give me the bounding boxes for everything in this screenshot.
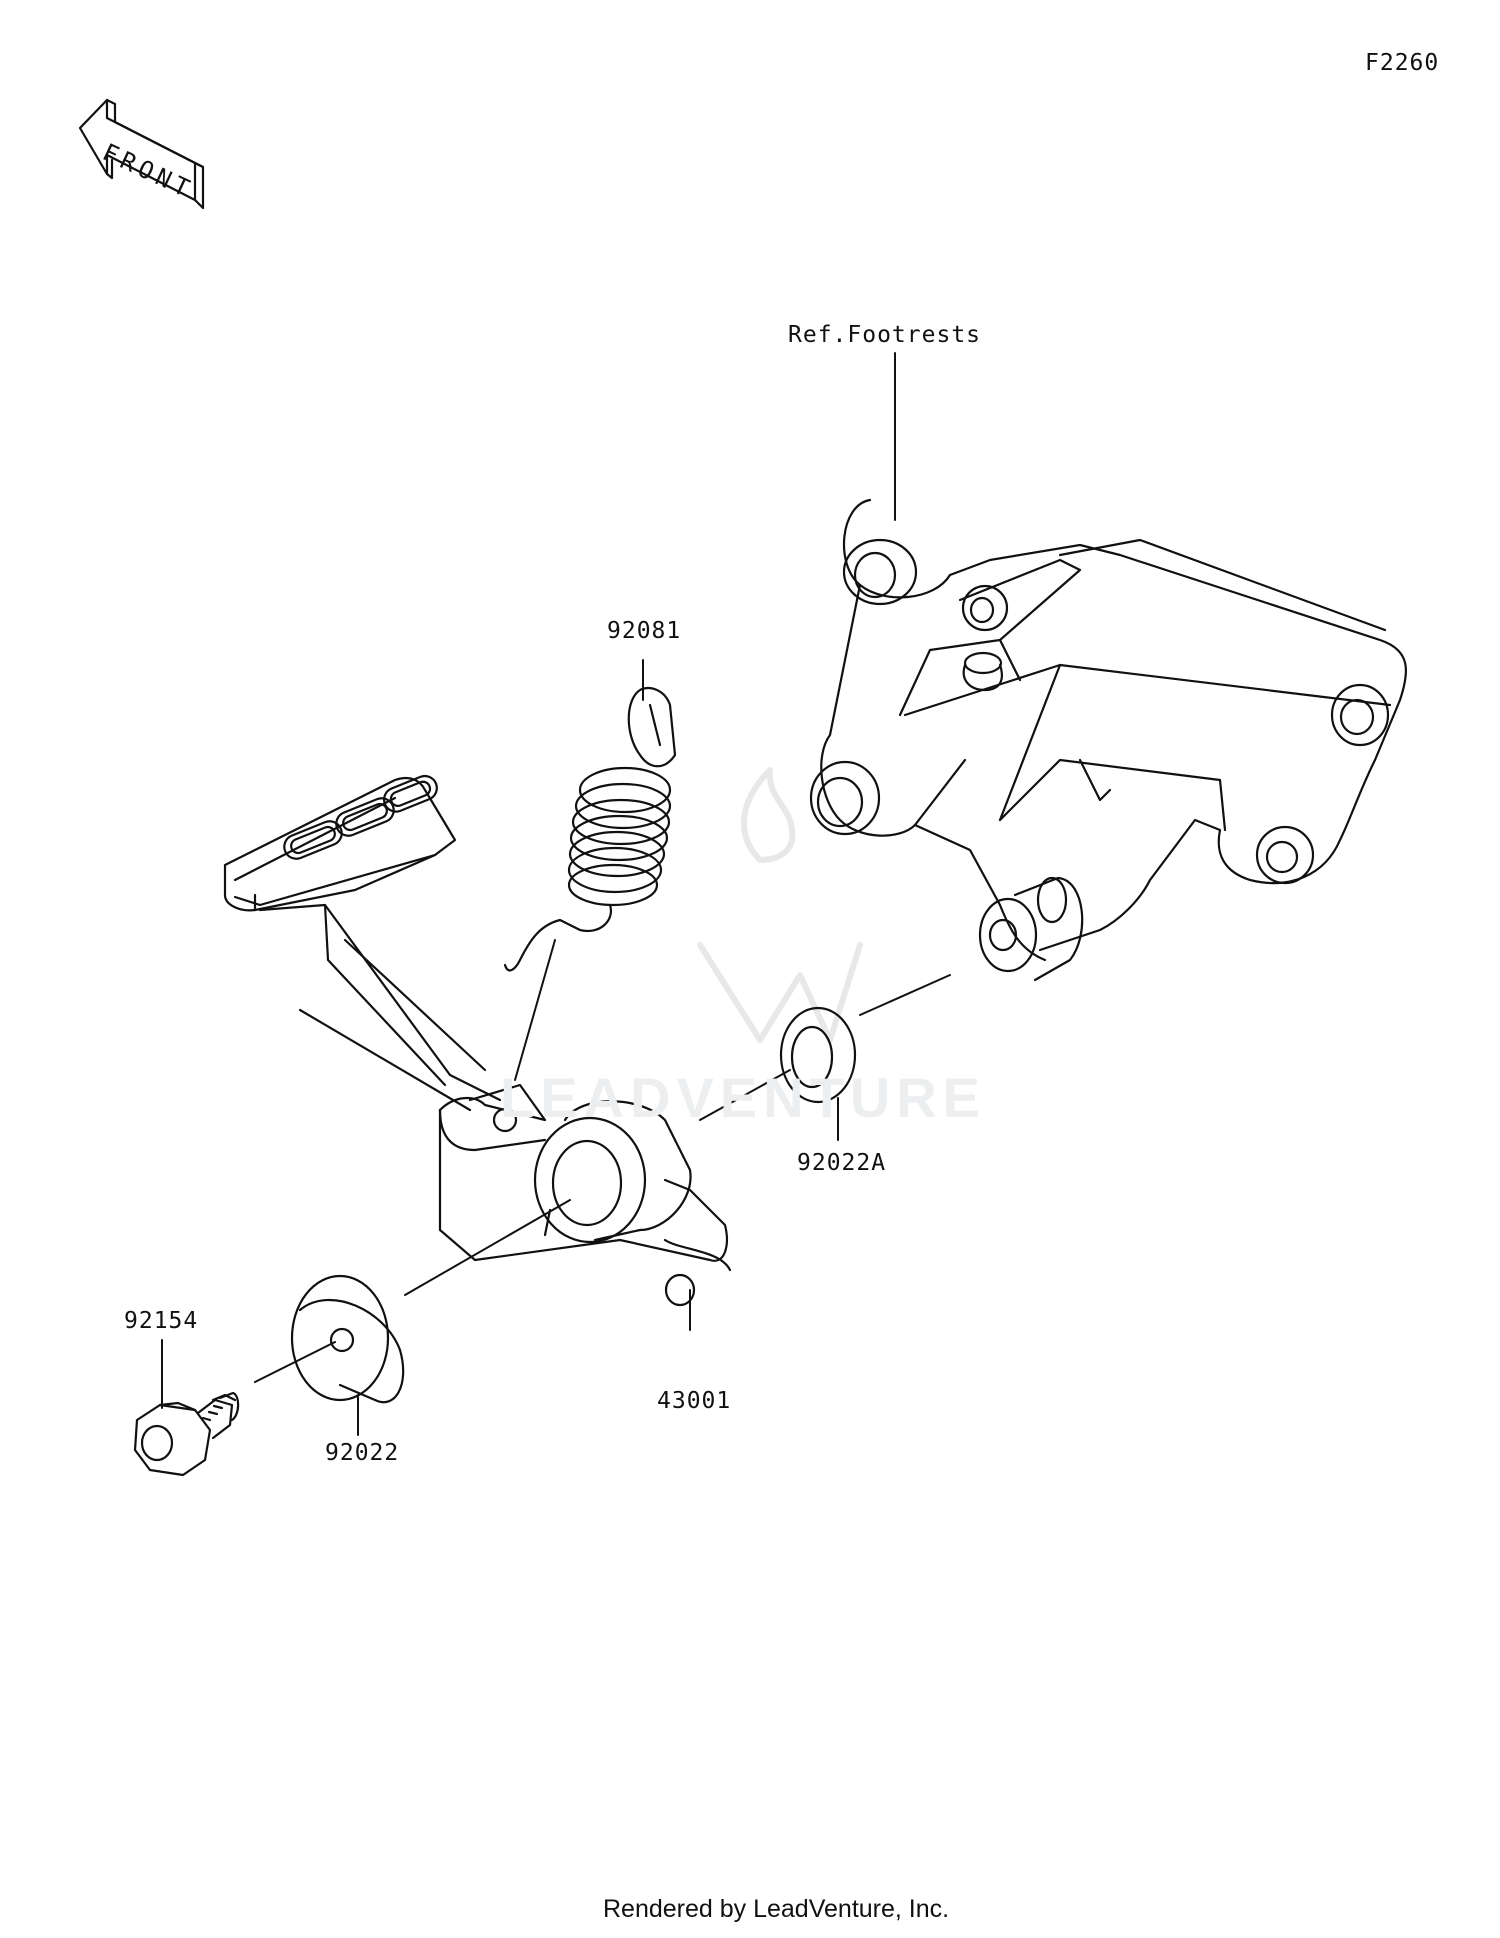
brake-pedal [223, 774, 732, 1307]
footer-credit: Rendered by LeadVenture, Inc. [603, 1895, 950, 1923]
callout-92081[interactable]: 92081 [607, 618, 682, 644]
centerline-washer-to-pedal [404, 1199, 571, 1296]
footrest-bracket [809, 498, 1408, 982]
return-spring [503, 687, 677, 972]
leadventure-logo-watermark [697, 767, 863, 1043]
centerline-pedal-to-washer-a [699, 1069, 791, 1121]
centerline-spring [514, 939, 556, 1081]
spring-coils [567, 766, 672, 907]
washer-92022a [779, 1006, 857, 1104]
callout-92022a[interactable]: 92022A [797, 1150, 887, 1176]
centerline-bolt-to-washer [254, 1341, 336, 1383]
callout-43001[interactable]: 43001 [657, 1388, 732, 1414]
front-arrow-icon [78, 98, 205, 210]
figure-code: F2260 [1365, 50, 1440, 76]
washer-92022 [290, 1274, 405, 1404]
leader-lines [161, 352, 951, 1436]
bolt-92154 [133, 1391, 240, 1477]
callout-92022[interactable]: 92022 [325, 1440, 400, 1466]
callout-ref-footrests[interactable]: Ref.Footrests [788, 322, 982, 348]
centerline-washer-a-to-bracket [859, 974, 951, 1016]
callout-92154[interactable]: 92154 [124, 1308, 199, 1334]
watermark-text: LEADVENTURE [500, 1066, 987, 1129]
